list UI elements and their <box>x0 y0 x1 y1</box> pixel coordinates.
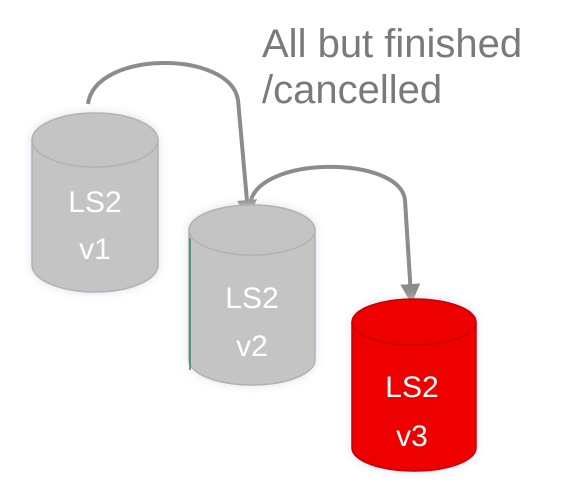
database-v1: LS2 v1 <box>31 112 159 293</box>
caption-line-2: /cancelled <box>262 68 442 112</box>
database-v3-name: LS2 <box>385 371 438 404</box>
database-v2-body <box>188 230 316 386</box>
database-v2-name: LS2 <box>225 282 278 315</box>
caption-line-1: All but finished <box>262 22 522 66</box>
arrow-v2-to-v3 <box>248 164 421 304</box>
database-v1-top <box>31 112 159 168</box>
database-v3-version: v3 <box>396 420 428 453</box>
database-v1-version: v1 <box>79 233 111 266</box>
database-v2: LS2 v2 <box>188 204 316 386</box>
database-v2-top <box>188 204 316 256</box>
arrow-v1-to-v2 <box>86 61 257 220</box>
database-v3: LS2 v3 <box>351 298 477 472</box>
database-v3-top <box>351 298 477 346</box>
database-v2-version: v2 <box>236 330 268 363</box>
database-v3-body <box>351 322 477 472</box>
database-v1-body <box>31 140 159 293</box>
database-v1-name: LS2 <box>68 186 121 219</box>
